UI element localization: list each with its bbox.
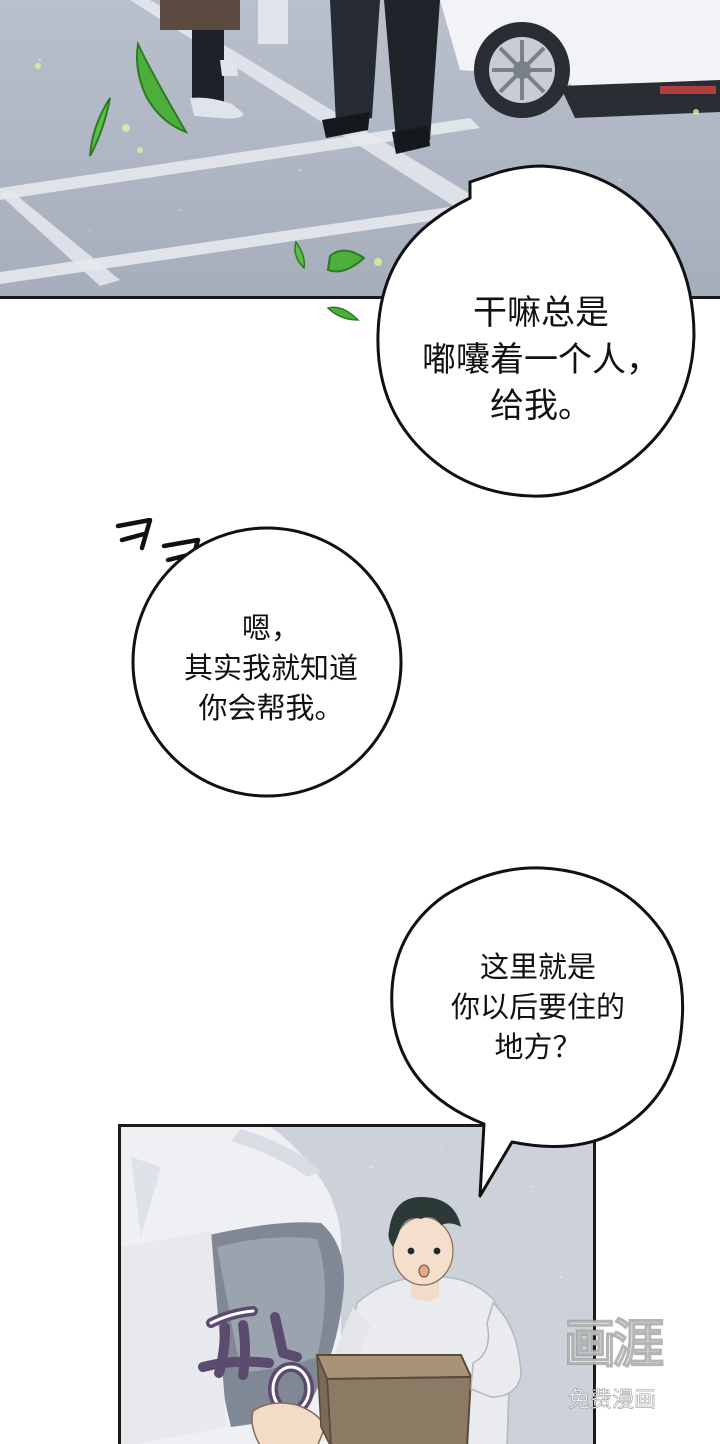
watermark-subtitle: 免费漫画 bbox=[568, 1388, 657, 1414]
bubble-3-line-3: 地方？ bbox=[494, 1030, 582, 1064]
speech-bubble-3-shape bbox=[390, 866, 685, 1198]
man-with-box-illustration: 팡 bbox=[121, 1127, 593, 1444]
speech-bubble-2: 嗯， 其实我就知道 你会帮我。 bbox=[110, 512, 410, 802]
bubble-3-line-2: 你以后要住的 bbox=[450, 989, 625, 1024]
speech-bubble-1-text: 干嘛总是 嘟囔着一个人， 给我。 bbox=[372, 150, 702, 500]
speech-bubble-3-text: 这里就是 你以后要住的 地方？ bbox=[382, 862, 692, 1202]
man-with-box-panel: 팡 bbox=[118, 1124, 596, 1444]
bubble-1-line-1: 干嘛总是 bbox=[473, 292, 609, 333]
bubble-1-line-2: 嘟囔着一个人， bbox=[422, 339, 660, 380]
speech-bubble-1-shape bbox=[376, 164, 696, 498]
speech-bubble-2-text: 嗯， 其实我就知道 你会帮我。 bbox=[110, 512, 410, 802]
speech-bubble-1: 干嘛总是 嘟囔着一个人， 给我。 bbox=[372, 150, 702, 500]
bubble-1-line-3: 给我。 bbox=[490, 386, 592, 427]
speech-bubble-2-shape bbox=[131, 526, 403, 798]
bubble-2-line-3: 你会帮我。 bbox=[198, 691, 344, 725]
falling-leaf-icon bbox=[326, 306, 360, 321]
bubble-2-line-2: 其实我就知道 bbox=[183, 650, 358, 685]
speech-bubble-3: 这里就是 你以后要住的 地方？ bbox=[382, 862, 692, 1202]
watermark: 画涯 免费漫画 bbox=[560, 1312, 690, 1424]
parking-lot-illustration bbox=[0, 0, 720, 286]
bubble-2-line-1: 嗯， bbox=[241, 610, 300, 645]
watermark-logo: 画涯 bbox=[563, 1314, 665, 1376]
parking-lot-panel bbox=[0, 0, 720, 299]
bubble-3-line-1: 这里就是 bbox=[479, 949, 596, 984]
